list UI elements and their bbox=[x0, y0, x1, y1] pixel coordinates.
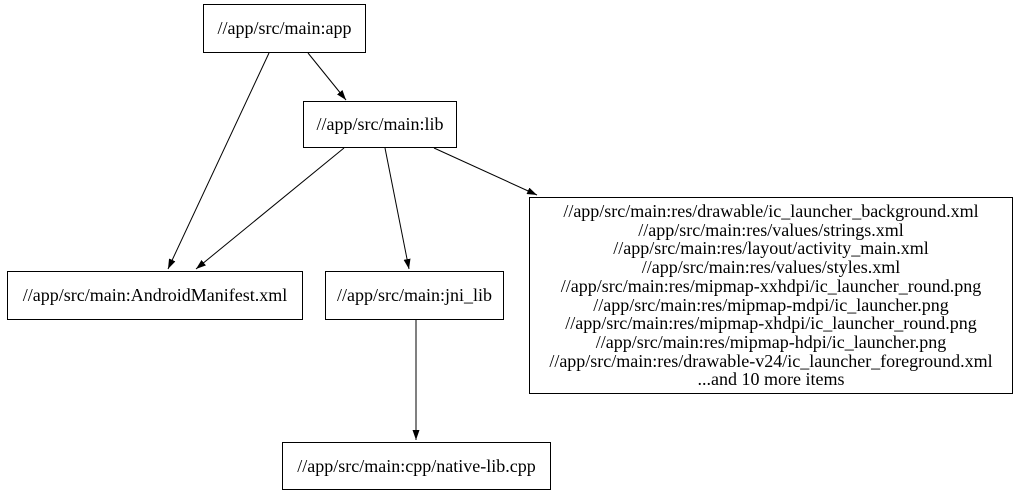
node-native-lib-cpp-label: //app/src/main:cpp/native-lib.cpp bbox=[297, 455, 536, 476]
edge-app-to-lib bbox=[307, 52, 347, 101]
node-res-files-line: //app/src/main:res/layout/activity_main.… bbox=[613, 238, 929, 259]
node-android-manifest-label: //app/src/main:AndroidManifest.xml bbox=[22, 285, 288, 305]
node-jni-lib-label: //app/src/main:jni_lib bbox=[337, 285, 492, 305]
node-res-files-line: //app/src/main:res/mipmap-xhdpi/ic_launc… bbox=[565, 313, 977, 334]
node-jni-lib: //app/src/main:jni_lib bbox=[325, 271, 504, 320]
node-app-label: //app/src/main:app bbox=[217, 18, 352, 38]
node-res-files-line: //app/src/main:res/values/styles.xml bbox=[641, 257, 901, 278]
node-res-files-line: //app/src/main:res/drawable/ic_launcher_… bbox=[563, 200, 979, 221]
node-res-files-more-items: ...and 10 more items bbox=[697, 369, 845, 390]
node-res-files-line: //app/src/main:res/mipmap-mdpi/ic_launch… bbox=[593, 294, 949, 315]
edge-lib-to-jni-lib bbox=[384, 147, 411, 270]
node-app: //app/src/main:app bbox=[203, 4, 366, 53]
node-native-lib-cpp: //app/src/main:cpp/native-lib.cpp bbox=[282, 442, 551, 490]
node-lib-label: //app/src/main:lib bbox=[316, 114, 444, 134]
node-android-manifest: //app/src/main:AndroidManifest.xml bbox=[7, 271, 303, 320]
node-lib: //app/src/main:lib bbox=[303, 101, 457, 148]
node-res-files-line: //app/src/main:res/drawable-v24/ic_launc… bbox=[549, 350, 993, 371]
node-res-files-line: //app/src/main:res/mipmap-hdpi/ic_launch… bbox=[595, 331, 947, 352]
edge-lib-to-android-manifest bbox=[195, 147, 345, 270]
edge-lib-to-res-files bbox=[433, 147, 538, 196]
node-res-files-line: //app/src/main:res/mipmap-xxhdpi/ic_laun… bbox=[560, 275, 982, 296]
edge-app-to-android-manifest bbox=[167, 52, 270, 270]
node-res-files-line: //app/src/main:res/values/strings.xml bbox=[638, 219, 904, 240]
node-res-files: //app/src/main:res/drawable/ic_launcher_… bbox=[529, 197, 1013, 394]
